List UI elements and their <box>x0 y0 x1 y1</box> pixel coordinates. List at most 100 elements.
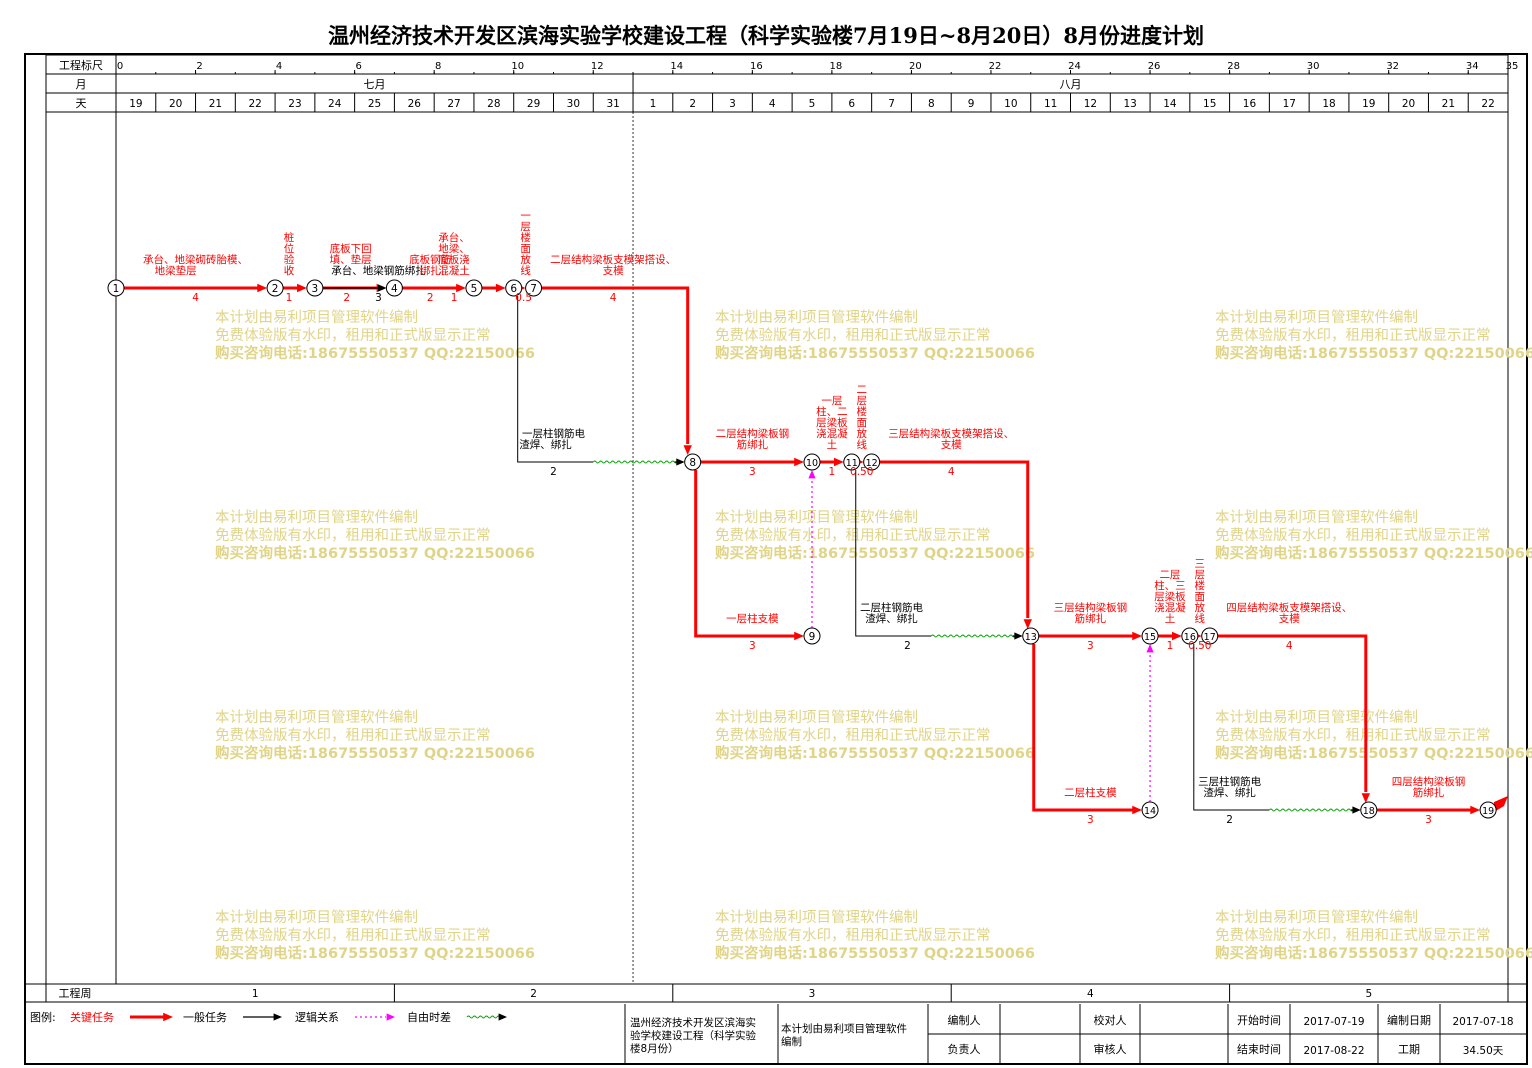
task-17-18 <box>1217 634 1368 792</box>
day-label: 26 <box>408 98 422 110</box>
scale-tick-label: 18 <box>830 61 843 72</box>
task-5-6-arrowhead <box>495 283 506 293</box>
footer-start-value: 2017-07-19 <box>1303 1016 1364 1028</box>
node-label: 5 <box>471 283 478 295</box>
week-label: 3 <box>809 988 816 1000</box>
task-16-18-general <box>1193 644 1270 811</box>
task-3-4-general-arrowhead <box>378 284 387 292</box>
day-label: 16 <box>1243 98 1257 110</box>
task-label: 放 <box>856 427 867 440</box>
footer-project-line1: 温州经济技术开发区滨海实 <box>630 1016 756 1029</box>
scale-tick-label: 12 <box>591 61 604 72</box>
day-label: 5 <box>809 98 816 110</box>
task-13-14 <box>1032 644 1135 812</box>
watermark-text: 免费体验版有水印，租用和正式版显示正常 <box>215 727 491 744</box>
task-13-15-arrowhead <box>1132 631 1143 641</box>
task-label: 线 <box>856 438 867 451</box>
task-label: 底板钢筋 <box>409 253 451 266</box>
watermark-text: 本计划由易利项目管理软件编制 <box>715 309 918 326</box>
week-label: 1 <box>252 988 259 1000</box>
scale-row-label: 工程标尺 <box>59 58 103 72</box>
task-label: 承台、地梁砌砖胎模、 <box>143 253 248 266</box>
node-circle <box>306 279 324 297</box>
node-label: 14 <box>1144 806 1156 817</box>
task-label: 支模 <box>603 265 624 277</box>
day-label: 25 <box>368 98 381 110</box>
node-label: 13 <box>1025 632 1037 643</box>
day-label: 17 <box>1283 98 1296 110</box>
task-label: 承台、 <box>438 231 470 244</box>
scale-tick-label: 22 <box>989 61 1002 72</box>
day-label: 23 <box>288 98 301 110</box>
day-label: 22 <box>1481 98 1494 110</box>
scale-tick-label: 14 <box>670 61 683 72</box>
task-6-8-general <box>517 296 594 463</box>
watermark-text: 本计划由易利项目管理软件编制 <box>715 509 918 526</box>
watermark-text: 免费体验版有水印，租用和正式版显示正常 <box>715 527 991 544</box>
task-label: 二层结构梁板支模架搭设、 <box>550 253 676 266</box>
day-label: 6 <box>848 98 855 110</box>
watermark-text: 免费体验版有水印，租用和正式版显示正常 <box>715 927 991 944</box>
task-13-14-arrowhead <box>1132 805 1143 815</box>
task-10-11-arrowhead <box>833 457 844 467</box>
task-label: 混凝土 <box>438 264 470 277</box>
float-16-18 <box>1268 808 1354 812</box>
footer-software-line2: 编制 <box>781 1035 802 1048</box>
task-label: 收 <box>284 264 295 277</box>
task-label: 4 <box>192 292 199 304</box>
node-circle <box>843 453 861 471</box>
footer-end-value: 2017-08-22 <box>1303 1045 1364 1057</box>
scale-tick-label: 6 <box>355 61 361 72</box>
footer-duration-label: 工期 <box>1398 1043 1420 1056</box>
task-16-18-arrow-arrowhead <box>1352 806 1361 814</box>
watermark-text: 本计划由易利项目管理软件编制 <box>1215 709 1418 726</box>
node-circle <box>1479 801 1497 819</box>
watermark-text: 购买咨询电话:18675550537 QQ:22150066 <box>215 344 535 362</box>
task-label: 二层柱钢筋电 <box>860 601 923 614</box>
watermark-text: 购买咨询电话:18675550537 QQ:22150066 <box>1215 544 1532 562</box>
day-label: 11 <box>1044 98 1057 110</box>
task-label: 线 <box>1195 612 1206 625</box>
month-row-label: 月 <box>76 78 87 91</box>
day-label: 28 <box>487 98 500 110</box>
task-label: 1 <box>286 292 293 304</box>
node-label: 2 <box>272 283 279 295</box>
node-circle <box>684 453 702 471</box>
task-label: 2 <box>550 466 557 478</box>
node-circle <box>385 279 403 297</box>
task-label: 柱、二 <box>816 405 848 418</box>
task-label: 4 <box>610 292 617 304</box>
task-label: 位 <box>284 242 295 255</box>
watermark-text: 购买咨询电话:18675550537 QQ:22150066 <box>215 944 535 962</box>
task-label: 三层柱钢筋电 <box>1198 775 1261 788</box>
task-label: 层 <box>1195 569 1206 581</box>
node-label: 18 <box>1363 806 1375 817</box>
task-17-18-arrowhead <box>1361 793 1370 803</box>
scale-tick-label: 4 <box>276 61 282 72</box>
day-label: 1 <box>650 98 657 110</box>
node-circle <box>863 453 881 471</box>
scale-tick-label: 32 <box>1386 61 1399 72</box>
day-label: 31 <box>606 98 619 110</box>
day-row-label: 天 <box>76 97 87 110</box>
watermark-text: 免费体验版有水印，租用和正式版显示正常 <box>1215 727 1491 744</box>
node-circle <box>107 279 125 297</box>
watermark-text: 免费体验版有水印，租用和正式版显示正常 <box>1215 327 1491 344</box>
legend-general-line-arrowhead <box>273 1013 282 1021</box>
week-label: 2 <box>530 988 537 1000</box>
task-label: 3 <box>375 292 382 304</box>
task-1-2-arrowhead <box>257 283 268 293</box>
scale-tick-label: 34 <box>1466 61 1479 72</box>
task-label: 层 <box>856 395 867 407</box>
node-circle <box>266 279 284 297</box>
footer-manager-label: 负责人 <box>948 1042 981 1056</box>
node-circle <box>525 279 543 297</box>
task-4-5-arrowhead <box>456 283 466 293</box>
task-label: 浇混凝 <box>816 427 848 440</box>
day-label: 30 <box>567 98 580 110</box>
task-label: 楼 <box>520 231 531 244</box>
day-label: 19 <box>1362 98 1375 110</box>
legend-critical-label: 关键任务 <box>70 1010 114 1024</box>
node-circle <box>505 279 523 297</box>
